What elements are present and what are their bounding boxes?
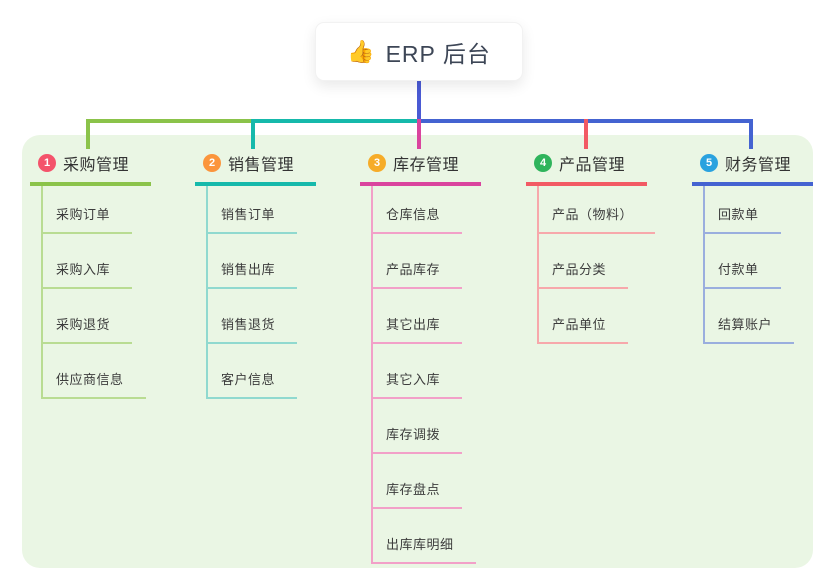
node-customer-info[interactable]: 客户信息 (208, 344, 298, 399)
node-settlement-account[interactable]: 结算账户 (705, 289, 795, 344)
connector-drop-sales (251, 119, 255, 149)
connector-drop-purchase (86, 119, 90, 149)
branch-label-inventory: 库存管理 (393, 157, 460, 174)
branch-title-finance[interactable]: 5 财务管理 (692, 148, 813, 186)
node-stock-count[interactable]: 库存盘点 (373, 454, 476, 509)
branch-children-inventory: 仓库信息 产品库存 其它出库 其它入库 库存调拨 库存盘点 出库库明细 (371, 186, 476, 564)
node-other-inbound[interactable]: 其它入库 (373, 344, 476, 399)
connector-drop-inventory (417, 119, 421, 149)
badge-4: 4 (534, 154, 552, 172)
branch-label-finance: 财务管理 (725, 157, 792, 174)
branch-sales-management: 2 销售管理 销售订单 销售出库 销售退货 客户信息 (195, 148, 316, 399)
connector-drop-finance (749, 119, 753, 149)
branch-title-product[interactable]: 4 产品管理 (526, 148, 647, 186)
node-sales-outbound[interactable]: 销售出库 (208, 234, 298, 289)
badge-1: 1 (38, 154, 56, 172)
node-sales-return[interactable]: 销售退货 (208, 289, 298, 344)
connector-drop-product (584, 119, 588, 149)
node-product-stock[interactable]: 产品库存 (373, 234, 476, 289)
node-payment-receipt[interactable]: 付款单 (705, 234, 794, 289)
node-supplier-info[interactable]: 供应商信息 (43, 344, 146, 399)
branch-title-inventory[interactable]: 3 库存管理 (360, 148, 481, 186)
branch-title-sales[interactable]: 2 销售管理 (195, 148, 316, 186)
node-collection-receipt[interactable]: 回款单 (705, 186, 794, 234)
node-product-material[interactable]: 产品（物料） (539, 186, 656, 234)
node-purchase-return[interactable]: 采购退货 (43, 289, 146, 344)
node-warehouse-info[interactable]: 仓库信息 (373, 186, 476, 234)
node-sales-order[interactable]: 销售订单 (208, 186, 298, 234)
thumbs-up-icon: 👍 (347, 38, 376, 64)
branch-label-purchase: 采购管理 (63, 157, 130, 174)
branch-children-finance: 回款单 付款单 结算账户 (703, 186, 795, 344)
mindmap-panel (22, 135, 813, 568)
badge-3: 3 (368, 154, 386, 172)
node-product-category[interactable]: 产品分类 (539, 234, 655, 289)
badge-2: 2 (203, 154, 221, 172)
node-other-outbound[interactable]: 其它出库 (373, 289, 476, 344)
branch-children-product: 产品（物料） 产品分类 产品单位 (537, 186, 656, 344)
root-node-label: ERP 后台 (385, 40, 491, 67)
branch-label-sales: 销售管理 (228, 157, 295, 174)
root-connector-line (417, 80, 421, 122)
branch-purchase-management: 1 采购管理 采购订单 采购入库 采购退货 供应商信息 (30, 148, 151, 399)
connector-horizontal-purchase (86, 119, 253, 123)
branch-product-management: 4 产品管理 产品（物料） 产品分类 产品单位 (526, 148, 656, 344)
branch-children-sales: 销售订单 销售出库 销售退货 客户信息 (206, 186, 298, 399)
node-stock-transfer[interactable]: 库存调拨 (373, 399, 476, 454)
node-purchase-inbound[interactable]: 采购入库 (43, 234, 146, 289)
branch-children-purchase: 采购订单 采购入库 采购退货 供应商信息 (41, 186, 146, 399)
root-node-erp-backend[interactable]: 👍 ERP 后台 (315, 22, 523, 81)
branch-title-purchase[interactable]: 1 采购管理 (30, 148, 151, 186)
branch-finance-management: 5 财务管理 回款单 付款单 结算账户 (692, 148, 813, 344)
branch-label-product: 产品管理 (559, 157, 626, 174)
badge-5: 5 (700, 154, 718, 172)
node-purchase-order[interactable]: 采购订单 (43, 186, 146, 234)
node-product-unit[interactable]: 产品单位 (539, 289, 655, 344)
node-outbound-detail[interactable]: 出库库明细 (373, 509, 476, 564)
branch-inventory-management: 3 库存管理 仓库信息 产品库存 其它出库 其它入库 库存调拨 库存盘点 出库库… (360, 148, 481, 564)
connector-horizontal-sales (253, 119, 421, 123)
